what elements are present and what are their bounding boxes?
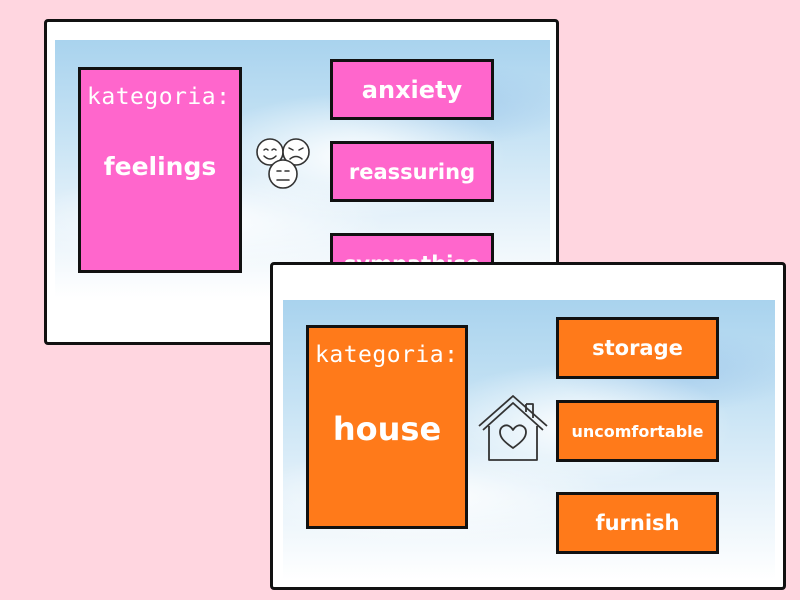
category-value: feelings [103,152,217,181]
word-text: furnish [595,511,680,535]
word-card-furnish[interactable]: furnish [556,492,719,554]
word-card-storage[interactable]: storage [556,317,719,379]
slide-house: kategoria: house storage uncomfortable f… [270,262,786,590]
word-text: uncomfortable [571,421,704,441]
word-text: anxiety [361,75,463,104]
category-label: kategoria: [87,84,231,110]
word-text: storage [592,336,683,360]
category-label: kategoria: [315,342,459,368]
word-card-uncomfortable[interactable]: uncomfortable [556,400,719,462]
category-value: house [332,410,442,448]
category-box: kategoria: feelings [78,67,242,273]
category-box: kategoria: house [306,325,468,529]
house-heart-icon [478,395,548,461]
word-card-reassuring[interactable]: reassuring [330,141,494,202]
slide-feelings: kategoria: feelings anxiety reassuring s… [44,19,559,345]
word-card-anxiety[interactable]: anxiety [330,59,494,120]
word-text: reassuring [348,159,476,184]
faces-icon [256,138,310,189]
